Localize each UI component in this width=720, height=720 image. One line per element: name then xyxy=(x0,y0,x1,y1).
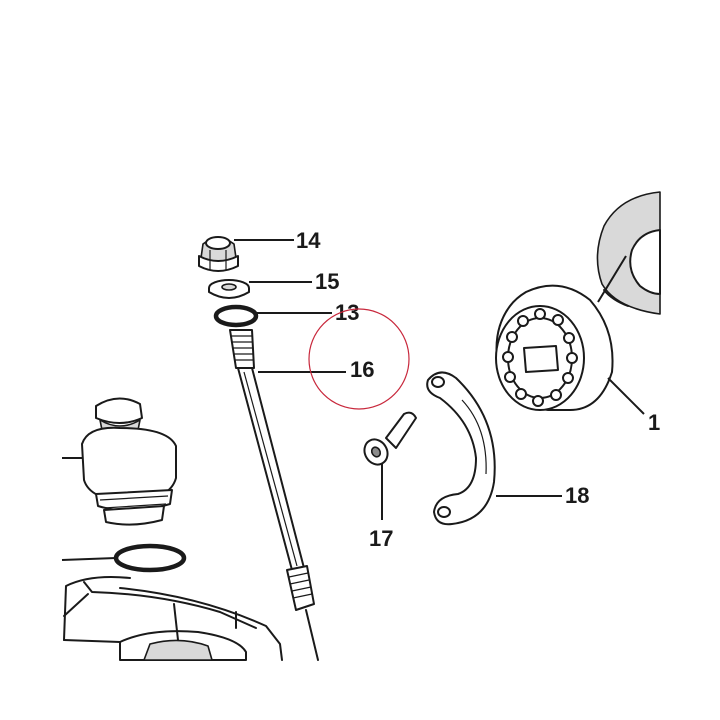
callout-14[interactable]: 14 xyxy=(296,228,321,253)
part-13-o-ring[interactable] xyxy=(213,304,259,328)
callout-16[interactable]: 16 xyxy=(350,357,374,382)
leader-bearing xyxy=(607,377,645,415)
part-18-bracket[interactable] xyxy=(426,371,496,526)
highlight-circle xyxy=(308,308,410,410)
part-14-cap-nut[interactable] xyxy=(198,236,239,272)
part-large-o-ring xyxy=(113,543,187,573)
part-17-bolt[interactable] xyxy=(360,411,417,469)
part-gear-hub xyxy=(596,191,661,315)
callout-18[interactable]: 18 xyxy=(565,483,589,508)
part-16-stud[interactable] xyxy=(229,329,319,661)
part-15-washer[interactable] xyxy=(208,279,250,299)
part-bearing[interactable] xyxy=(495,284,614,411)
bearing-rollers xyxy=(502,308,578,407)
leader-gear xyxy=(597,255,627,303)
callout-17[interactable]: 17 xyxy=(369,526,393,551)
part-housing xyxy=(63,576,283,661)
leader-large-o-ring xyxy=(61,557,117,561)
callout-13[interactable]: 13 xyxy=(335,300,359,325)
callout-bearing[interactable]: 1 xyxy=(648,410,660,435)
callout-15[interactable]: 15 xyxy=(315,269,339,294)
part-sleeve xyxy=(81,397,177,526)
